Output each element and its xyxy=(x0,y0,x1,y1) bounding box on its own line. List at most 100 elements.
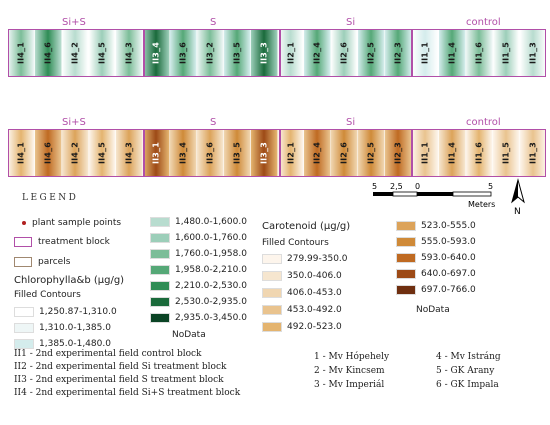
variety-key-6: 6 - GK Impala xyxy=(436,380,499,390)
variety-key-5: 5 - GK Arany xyxy=(436,366,495,376)
legend-class-swatch xyxy=(262,254,282,264)
chlorophyll-plot: II1_5 xyxy=(493,30,521,76)
plot-label: II3_5 xyxy=(232,41,242,65)
plot-label: II1_5 xyxy=(501,41,511,65)
legend-class-label: 1,600.0-1,760.0 xyxy=(175,233,247,243)
block-title-top-s: S xyxy=(210,17,217,28)
block-title-bottom-control: control xyxy=(466,117,501,128)
plot-label: II1_6 xyxy=(474,41,484,65)
plot-label: II1_3 xyxy=(528,41,538,65)
legend-class-swatch xyxy=(150,217,170,227)
chlorophyll-plot: II2_5 xyxy=(358,30,386,76)
scale-tick-label: 5 xyxy=(372,182,377,191)
sample-point-icon xyxy=(22,221,26,225)
plot-label: II2_5 xyxy=(366,141,376,165)
legend-class-label: 593.0-640.0 xyxy=(421,253,476,263)
field-key-ii3: II3 - 2nd experimental field S treatment… xyxy=(14,375,224,385)
legend-class-label: 453.0-492.0 xyxy=(287,305,342,315)
legend-class-swatch xyxy=(396,269,416,279)
legend-class-swatch xyxy=(262,322,282,332)
plot-label: II4_6 xyxy=(43,141,53,165)
chlorophyll-subtitle: Filled Contours xyxy=(14,290,81,300)
carotenoid-plot: II2_6 xyxy=(331,130,359,176)
legend-parcels: parcels xyxy=(14,257,70,267)
carotenoid-plot: II2_3 xyxy=(385,130,413,176)
north-label: N xyxy=(514,207,521,217)
legend-class-label: 640.0-697.0 xyxy=(421,269,476,279)
legend-class-swatch xyxy=(14,323,34,333)
legend-class-label: 2,530.0-2,935.0 xyxy=(175,297,247,307)
legend-class-label: 523.0-555.0 xyxy=(421,221,476,231)
plot-label: II4_2 xyxy=(70,141,80,165)
chlorophyll-plot: II2_3 xyxy=(385,30,413,76)
chlorophyll-plot: II3_3 xyxy=(250,30,278,76)
legend-class-swatch xyxy=(150,297,170,307)
legend-sample-points-label: plant sample points xyxy=(32,218,122,228)
chlorophyll-plot: II2_6 xyxy=(331,30,359,76)
block-title-bottom-sis: Si+S xyxy=(62,117,86,128)
legend-class-row: 1,480.0-1,600.0 xyxy=(150,216,247,228)
legend-class-label: 350.0-406.0 xyxy=(287,271,342,281)
plot-label: II2_6 xyxy=(339,41,349,65)
carotenoid-plot: II1_1 xyxy=(412,130,440,176)
variety-key-1: 1 - Mv Hópehely xyxy=(314,352,390,362)
plot-label: II2_5 xyxy=(366,41,376,65)
plot-label: II2_1 xyxy=(286,141,295,165)
carotenoid-title: Carotenoid (μg/g) xyxy=(262,221,351,232)
legend-class-swatch xyxy=(150,233,170,243)
plot-label: II2_4 xyxy=(312,41,322,65)
plot-label: II3_2 xyxy=(205,41,215,65)
legend-class-label: 2,210.0-2,530.0 xyxy=(175,281,247,291)
plot-label: II3_5 xyxy=(232,141,242,165)
legend-class-label: 1,760.0-1,958.0 xyxy=(175,249,247,259)
legend-class-label: 697.0-766.0 xyxy=(421,285,476,295)
plot-label: II1_3 xyxy=(528,141,538,165)
legend-class-label: 492.0-523.0 xyxy=(287,322,342,332)
legend-class-swatch xyxy=(150,249,170,259)
chlorophyll-plot: II4_5 xyxy=(88,30,116,76)
legend-class-swatch xyxy=(262,305,282,315)
plot-label: II1_4 xyxy=(447,41,457,65)
plot-label: II3_3 xyxy=(259,41,269,65)
parcel-swatch xyxy=(14,257,32,267)
field-key-ii1: II1 - 2nd experimental field control blo… xyxy=(14,349,202,359)
carotenoid-subtitle: Filled Contours xyxy=(262,238,329,248)
chlorophyll-plot: II4_1 xyxy=(8,30,35,76)
legend-class-row: 640.0-697.0 xyxy=(396,268,476,280)
legend-class-label: 1,310.0-1,385.0 xyxy=(39,323,111,333)
block-title-top-si: Si xyxy=(346,17,356,28)
legend-sample-points: plant sample points xyxy=(18,218,121,228)
legend-class-swatch xyxy=(396,237,416,247)
scale-tick-label: 0 xyxy=(415,182,420,191)
scale-bar: 5 2,5 0 5 Meters xyxy=(372,182,495,209)
legend-treatment-block: treatment block xyxy=(14,237,110,247)
chlorophyll-plot: II1_6 xyxy=(466,30,494,76)
legend-class-row: 1,310.0-1,385.0 xyxy=(14,322,111,334)
legend-class-swatch xyxy=(150,281,170,291)
plot-label: II4_6 xyxy=(43,41,53,65)
legend-class-swatch xyxy=(14,307,34,317)
carotenoid-plot: II4_3 xyxy=(115,130,143,176)
north-arrow-icon: N xyxy=(511,178,525,217)
carotenoid-plot: II1_5 xyxy=(493,130,521,176)
plot-label: II2_4 xyxy=(312,141,322,165)
carotenoid-plot: II4_2 xyxy=(61,130,89,176)
plot-label: II4_3 xyxy=(124,41,134,65)
scale-segment xyxy=(452,191,492,197)
plot-label: II2_3 xyxy=(393,141,403,165)
carotenoid-plot: II2_5 xyxy=(358,130,386,176)
legend-class-row: 406.0-453.0 xyxy=(262,287,342,299)
legend-class-row: 523.0-555.0 xyxy=(396,220,476,232)
chlorophyll-plot: II4_6 xyxy=(34,30,62,76)
scale-tick-label: 5 xyxy=(488,182,493,191)
plot-label: II3_1 xyxy=(151,141,161,165)
legend-class-row: 1,760.0-1,958.0 xyxy=(150,248,247,260)
legend-class-row: 279.99-350.0 xyxy=(262,253,348,265)
plot-label: II1_1 xyxy=(420,141,430,165)
carotenoid-plot: II1_6 xyxy=(466,130,494,176)
plot-label: II2_1 xyxy=(286,41,295,65)
legend-class-swatch xyxy=(262,288,282,298)
chlorophyll-nodata: NoData xyxy=(172,330,206,340)
plot-label: II4_5 xyxy=(97,41,107,65)
